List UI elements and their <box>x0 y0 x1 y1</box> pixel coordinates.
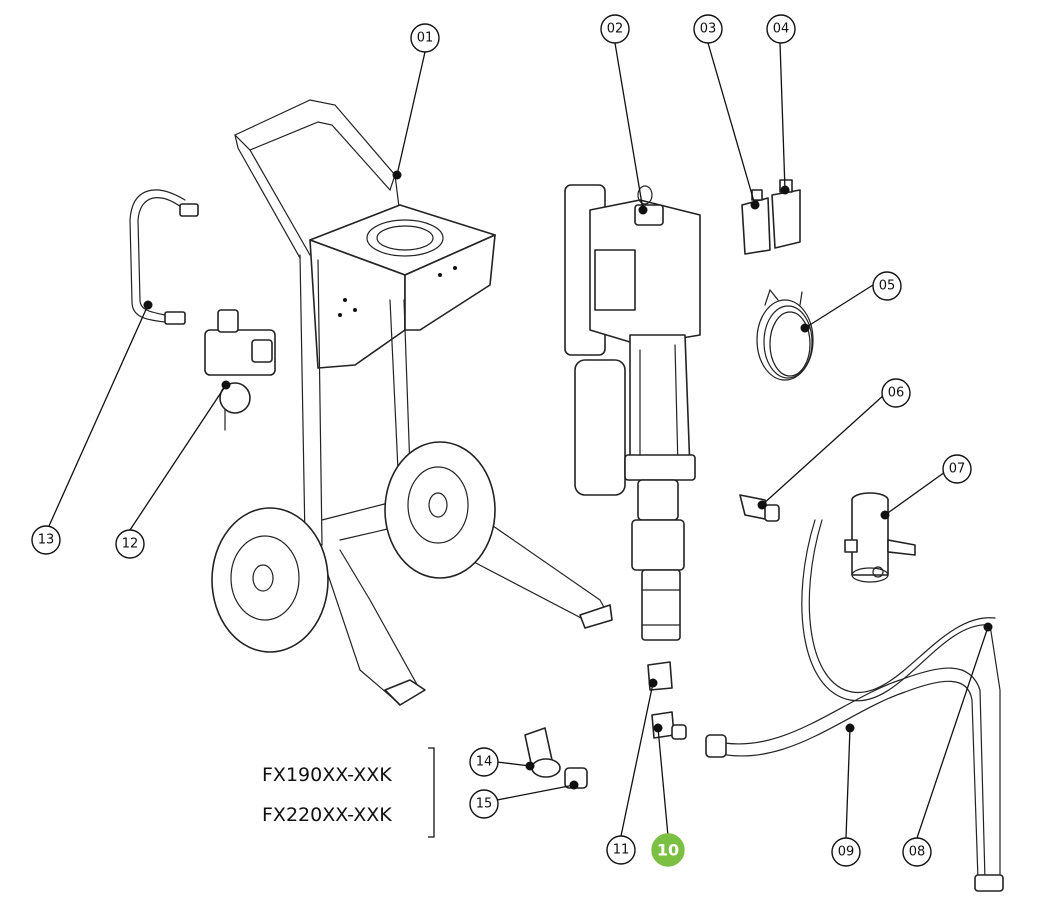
model-label-fx220: FX220XX-XXK <box>262 804 392 826</box>
air-regulator <box>204 309 276 431</box>
callout-15: 15 <box>469 789 499 819</box>
callout-14: 14 <box>469 747 499 777</box>
callout-01: 01 <box>410 23 440 53</box>
callout-07-label: 07 <box>949 462 966 477</box>
callout-02-label: 02 <box>607 22 624 37</box>
callout-08-label: 08 <box>909 845 926 860</box>
callout-02: 02 <box>600 14 630 44</box>
lubricant-bottles <box>741 179 801 255</box>
callout-12: 12 <box>115 529 145 559</box>
callout-01-label: 01 <box>417 31 434 46</box>
callout-07: 07 <box>942 454 972 484</box>
callout-15-label: 15 <box>476 797 493 812</box>
callout-03: 03 <box>693 14 723 44</box>
filter-manifold <box>844 492 916 583</box>
cart-frame <box>211 99 613 706</box>
callout-13: 13 <box>31 525 61 555</box>
callout-04: 04 <box>766 14 796 44</box>
callout-05-label: 05 <box>879 279 896 294</box>
callout-05: 05 <box>872 271 902 301</box>
callout-12-label: 12 <box>122 537 139 552</box>
callout-11-label: 11 <box>613 843 630 858</box>
pump-assembly <box>564 184 701 641</box>
callout-08: 08 <box>902 837 932 867</box>
callout-09-label: 09 <box>838 845 855 860</box>
air-hose <box>129 189 199 325</box>
leader-endpoints <box>143 170 993 790</box>
adapter-fittings <box>524 727 588 789</box>
callout-06: 06 <box>881 378 911 408</box>
callout-06-label: 06 <box>888 386 905 401</box>
leader-lines <box>48 42 989 839</box>
callout-09: 09 <box>831 837 861 867</box>
suction-hoses <box>705 519 1004 892</box>
callout-14-label: 14 <box>476 755 493 770</box>
model-label-fx190: FX190XX-XXK <box>262 764 392 786</box>
callout-04-label: 04 <box>773 22 790 37</box>
callout-11: 11 <box>606 835 636 865</box>
callout-13-label: 13 <box>38 533 55 548</box>
callout-03-label: 03 <box>700 22 717 37</box>
callout-10-label: 10 <box>657 841 679 860</box>
callout-10: 10 <box>651 833 685 867</box>
ground-cable <box>756 288 814 381</box>
